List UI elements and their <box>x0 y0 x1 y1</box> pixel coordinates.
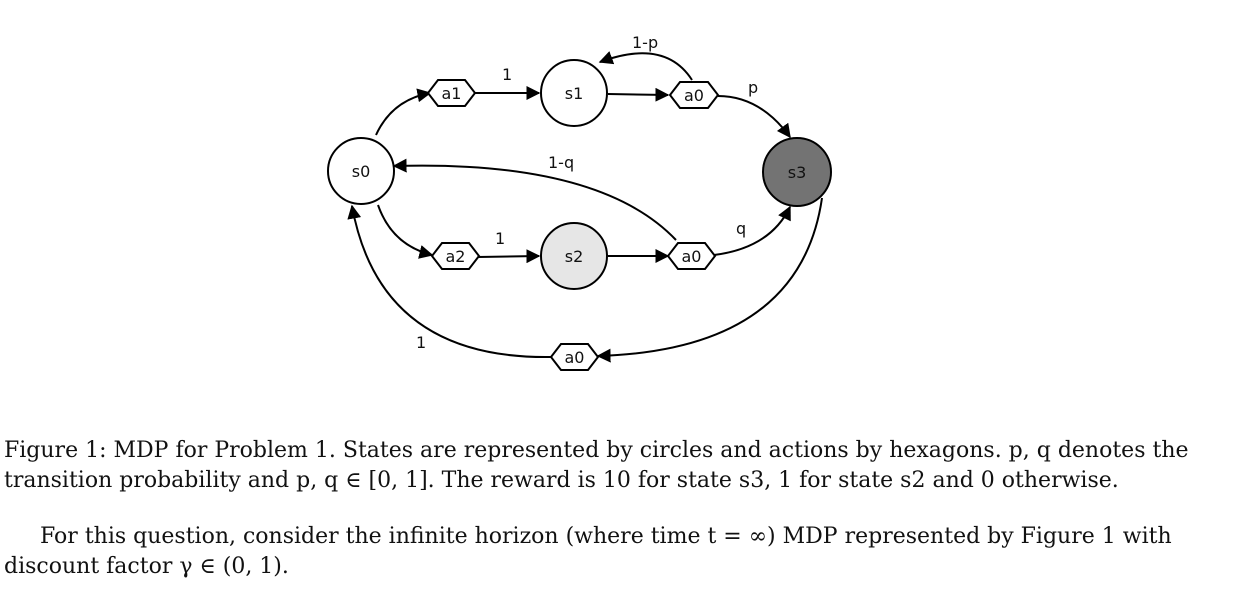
state-s2-label: s2 <box>565 247 584 266</box>
edge-label-p: p <box>748 78 758 97</box>
edge-a0-to-s3-top <box>717 95 791 139</box>
action-a2-label: a2 <box>446 247 466 266</box>
edge-a0-to-s0-bottom <box>347 204 553 359</box>
action-a0-bottom-label: a0 <box>565 348 585 367</box>
edge-label-s1-self: 1-p <box>632 33 658 52</box>
question-paragraph: For this question, consider the infinite… <box>4 524 1172 579</box>
edge-label-a2-s2: 1 <box>495 229 505 248</box>
action-a1-hexagon <box>426 79 477 107</box>
mdp-diagram: 1 1-p p 1-q 1 q 1 s0 s1 s2 s3 a1 a0 a2 a… <box>327 33 832 371</box>
edge-label-1-q: 1-q <box>548 153 574 172</box>
state-s2-circle <box>540 222 608 290</box>
edge-a0-to-s1-self <box>598 51 693 81</box>
action-a1-label: a1 <box>442 84 462 103</box>
state-s0-circle <box>327 137 395 205</box>
state-s2: s2 <box>540 222 608 290</box>
edge-label-q: q <box>736 219 746 238</box>
state-s1-label: s1 <box>565 84 584 103</box>
figure-caption: Figure 1: MDP for Problem 1. States are … <box>4 438 1189 493</box>
edge-a2-to-s2 <box>477 249 541 264</box>
edge-s0-to-a1 <box>375 88 432 136</box>
edge-s3-to-a0 <box>596 197 823 363</box>
action-a0-top-label: a0 <box>684 86 704 105</box>
action-a1: a1 <box>426 79 477 107</box>
action-a2-hexagon <box>430 242 481 270</box>
state-s3-circle <box>762 137 832 207</box>
edge-a0-to-s3-bottom <box>713 205 791 256</box>
state-s3-label: s3 <box>788 163 807 182</box>
action-a0-top: a0 <box>668 81 720 109</box>
state-s1: s1 <box>540 59 608 127</box>
action-a0-middle-label: a0 <box>682 247 702 266</box>
edge-s0-to-a2 <box>377 204 434 259</box>
action-a2: a2 <box>430 242 481 270</box>
state-s1-circle <box>540 59 608 127</box>
action-a0-bottom: a0 <box>549 343 600 371</box>
state-s0: s0 <box>327 137 395 205</box>
edge-label-bottom-1: 1 <box>416 333 426 352</box>
action-a0-middle-hexagon <box>666 242 717 270</box>
edge-label-a1-s1: 1 <box>502 65 512 84</box>
state-s0-label: s0 <box>352 162 371 181</box>
state-s3: s3 <box>762 137 832 207</box>
edge-a0-to-s0-back <box>392 158 677 241</box>
action-a0-top-hexagon <box>668 81 720 109</box>
edge-s1-to-a0 <box>607 87 670 102</box>
action-a0-middle: a0 <box>666 242 717 270</box>
action-a0-bottom-hexagon <box>549 343 600 371</box>
